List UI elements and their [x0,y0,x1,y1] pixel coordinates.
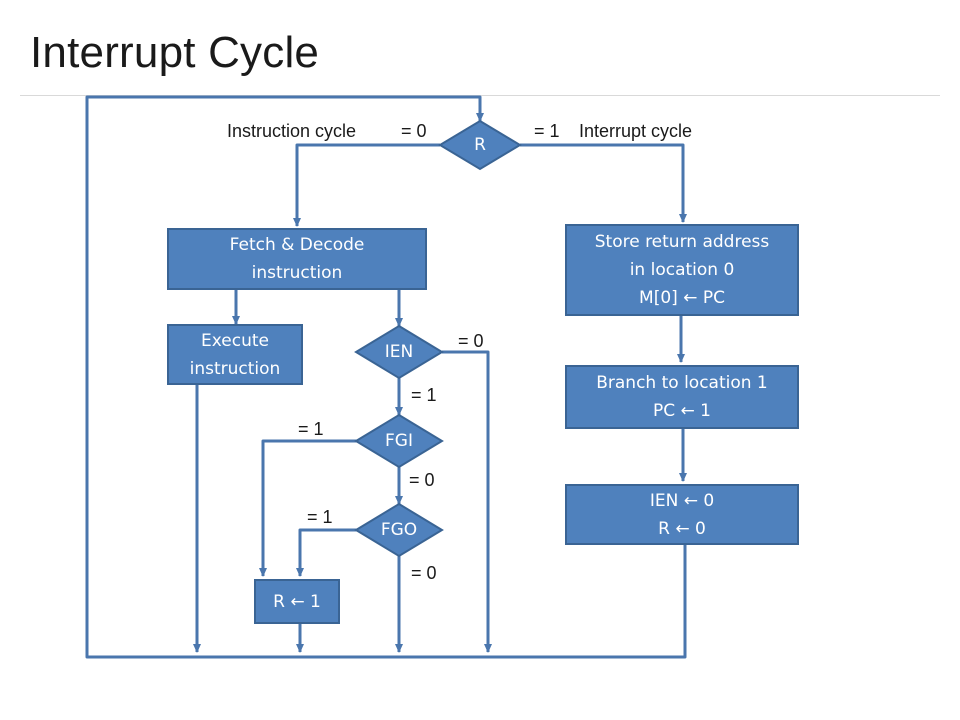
fgi-eq0-label: = 0 [409,470,435,490]
fetch-decode-box: Fetch & Decode instruction [167,228,427,290]
decision-fgo-label: FGO [380,520,418,540]
store-line3: M[0] ← PC [639,288,725,308]
execute-line1: Execute [201,330,269,351]
execute-line2: instruction [189,358,281,379]
store-return-box: Store return address in location 0 M[0] … [565,224,799,316]
fetch-line2: instruction [251,263,343,283]
r-eq0-label: = 0 [401,121,427,141]
branch-box: Branch to location 1 PC ← 1 [565,365,799,429]
instruction-cycle-label: Instruction cycle [227,121,357,141]
store-line2: in location 0 [629,260,735,280]
decision-ien-label: IEN [384,342,414,362]
store-line1: Store return address [594,232,770,252]
set-r-box: R ← 1 [254,579,340,624]
set-r-text: R ← 1 [273,591,321,612]
connector-fgi-eq1 [259,439,357,577]
ien-eq1-label: = 1 [411,385,437,405]
execute-box: Execute instruction [167,324,303,385]
fetch-line1: Fetch & Decode [229,235,365,255]
decision-fgi-label: FGI [385,431,413,451]
decision-fgi [354,413,444,469]
page-title: Interrupt Cycle [30,28,320,77]
reset-line1: IEN ← 0 [649,490,715,511]
fgo-eq1-label: = 1 [307,507,333,527]
ien-eq0-label: = 0 [458,331,484,351]
decision-r-label: R [474,135,486,155]
connector-ien-eq0 [442,350,492,653]
fgo-eq0-label: = 0 [411,563,437,583]
fgi-eq1-label: = 1 [298,419,324,439]
connector-r-to-fetch [293,143,440,227]
connector-r-to-store [520,143,687,223]
branch-line2: PC ← 1 [653,401,711,421]
r-eq1-label: = 1 [534,121,560,141]
decision-r [438,119,522,171]
connector-fgo-eq1 [296,528,357,577]
connector-loop-back [85,95,687,659]
decision-ien [354,324,444,380]
interrupt-cycle-label: Interrupt cycle [579,121,693,141]
branch-line1: Branch to location 1 [596,373,768,393]
decision-fgo [354,502,444,558]
reset-flags-box: IEN ← 0 R ← 0 [565,484,799,545]
reset-line2: R ← 0 [658,518,706,539]
